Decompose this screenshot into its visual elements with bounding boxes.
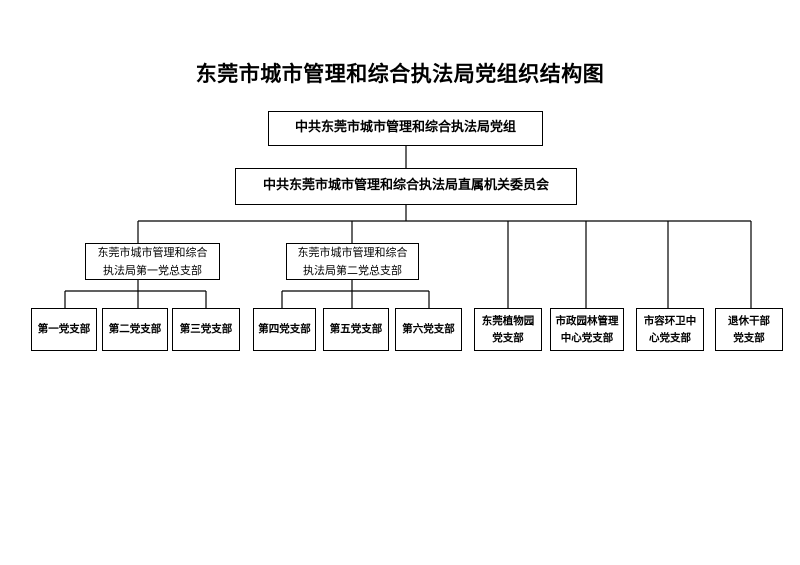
direct-branch-2-line2: 中心党支部 bbox=[560, 331, 614, 344]
direct-branch-4-box: 退休干部 党支部 bbox=[715, 308, 783, 351]
general-branch-2-line1: 东莞市城市管理和综合 bbox=[297, 246, 408, 260]
branch-3-box: 第三党支部 bbox=[172, 308, 240, 351]
branch-5-box: 第五党支部 bbox=[323, 308, 389, 351]
general-branch-1-box: 东莞市城市管理和综合 执法局第一党总支部 bbox=[85, 243, 220, 280]
committee-box: 中共东莞市城市管理和综合执法局直属机关委员会 bbox=[235, 168, 577, 205]
direct-branch-3-line1: 市容环卫中 bbox=[643, 315, 697, 328]
direct-branch-4-line2: 党支部 bbox=[733, 331, 765, 344]
direct-branch-1-line2: 党支部 bbox=[492, 331, 524, 344]
page-title: 东莞市城市管理和综合执法局党组织结构图 bbox=[195, 61, 605, 86]
branch-2-box: 第二党支部 bbox=[102, 308, 168, 351]
branch-6-box: 第六党支部 bbox=[395, 308, 462, 351]
branch-1-box: 第一党支部 bbox=[31, 308, 97, 351]
party-group-box: 中共东莞市城市管理和综合执法局党组 bbox=[268, 111, 543, 146]
general-branch-2-line2: 执法局第二党总支部 bbox=[303, 263, 402, 277]
direct-branch-1-line1: 东莞植物园 bbox=[481, 315, 535, 328]
general-branch-2-box: 东莞市城市管理和综合 执法局第二党总支部 bbox=[286, 243, 419, 280]
general-branch-1-line1: 东莞市城市管理和综合 bbox=[97, 246, 208, 260]
branch-4-box: 第四党支部 bbox=[253, 308, 316, 351]
direct-branch-4-line1: 退休干部 bbox=[728, 315, 770, 328]
direct-branch-1-box: 东莞植物园 党支部 bbox=[474, 308, 542, 351]
direct-branch-3-line2: 心党支部 bbox=[649, 331, 691, 344]
direct-branch-2-box: 市政园林管理 中心党支部 bbox=[550, 308, 624, 351]
general-branch-1-line2: 执法局第一党总支部 bbox=[103, 263, 202, 277]
direct-branch-2-line1: 市政园林管理 bbox=[555, 315, 619, 328]
direct-branch-3-box: 市容环卫中 心党支部 bbox=[636, 308, 704, 351]
